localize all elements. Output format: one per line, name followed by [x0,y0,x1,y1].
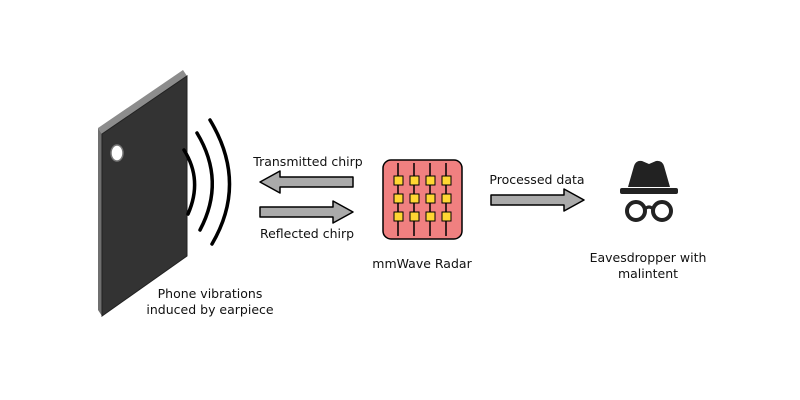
phone-side-edge [98,128,102,316]
antenna-element [409,193,420,204]
reflected-chirp-label: Reflected chirp [260,226,354,241]
transmitted-chirp-label: Transmitted chirp [252,154,362,169]
incognito-icon [620,160,678,222]
antenna-element [441,193,452,204]
phone-label-line1: Phone vibrations [158,286,263,301]
reflected-chirp-arrow [259,200,354,224]
phone-body [101,75,188,317]
antenna-element [425,193,436,204]
glasses-left-lens [625,200,647,222]
antenna-element [441,175,452,186]
antenna-element [393,175,404,186]
processed-data-arrow [490,188,585,212]
glasses-bridge [643,205,655,211]
phone-label-line2: induced by earpiece [146,302,273,317]
antenna-element [393,211,404,222]
vibration-waves-icon [182,118,232,246]
antenna-element [409,175,420,186]
hat-brim [620,188,678,194]
antenna-element [441,211,452,222]
phone-earpiece [110,144,124,162]
vibration-wave-inner [182,148,197,216]
transmitted-chirp-arrow [259,170,354,194]
processed-data-label: Processed data [489,172,584,187]
radar-antenna-array [393,175,452,222]
antenna-element [409,211,420,222]
hat-crown [628,160,670,187]
vibration-wave-middle [195,131,215,232]
phone-icon [98,70,188,317]
phone-top-edge [98,70,187,134]
antenna-element [393,193,404,204]
radar-label: mmWave Radar [372,256,472,271]
glasses-right-lens [651,200,673,222]
antenna-element [425,175,436,186]
eavesdropper-label-line1: Eavesdropper with [590,250,707,265]
antenna-element [425,211,436,222]
radar-icon [382,159,463,240]
eavesdropper-label-line2: malintent [618,266,678,281]
vibration-wave-outer [208,118,232,246]
